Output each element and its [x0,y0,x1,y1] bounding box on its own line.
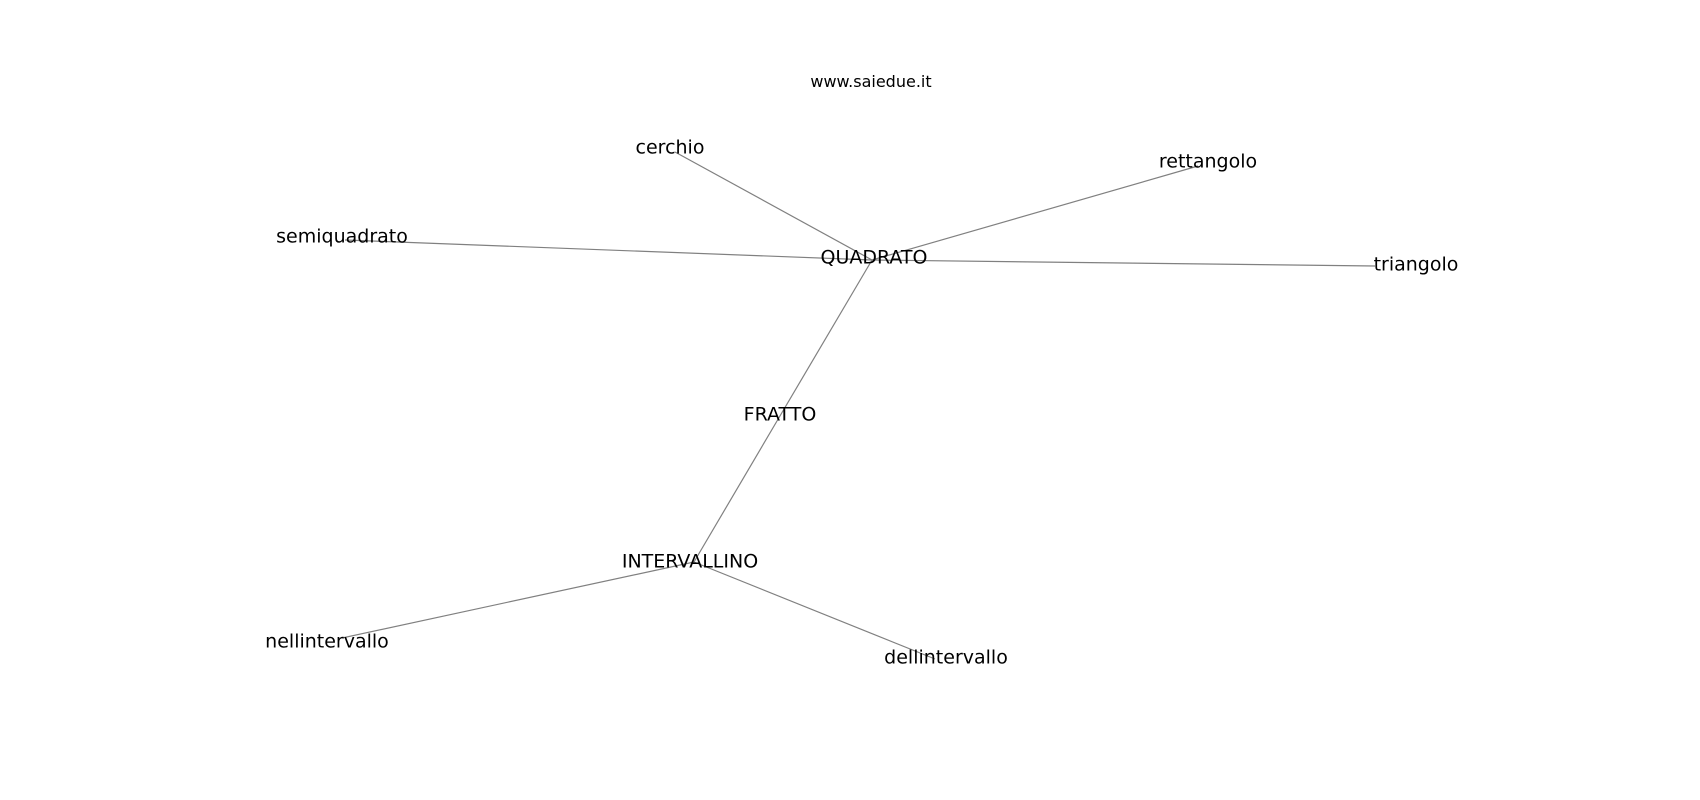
node-semiquadrato: semiquadrato [276,225,408,248]
node-cerchio: cerchio [635,136,705,159]
edge-quadrato-cerchio [674,151,873,261]
edge-quadrato-semiquadrato [344,239,873,261]
edge-quadrato-triangolo [871,259,1376,267]
node-nellintervallo: nellintervallo [265,630,389,653]
node-dellintervallo: dellintervallo [884,646,1008,669]
node-rettangolo: rettangolo [1158,150,1258,173]
edge-fratto-intervallino [693,420,778,563]
edge-intervallino-dellintervallo [693,561,936,660]
node-fratto: FRATTO [743,403,817,426]
edge-quadrato-fratto [776,259,873,422]
node-intervallino: INTERVALLINO [621,550,759,573]
edge-quadrato-rettangolo [871,165,1199,261]
node-triangolo: triangolo [1373,253,1459,276]
watermark-text: www.saiedue.it [810,72,932,91]
node-quadrato: QUADRATO [820,246,928,269]
edge-intervallino-nellintervallo [341,561,695,639]
